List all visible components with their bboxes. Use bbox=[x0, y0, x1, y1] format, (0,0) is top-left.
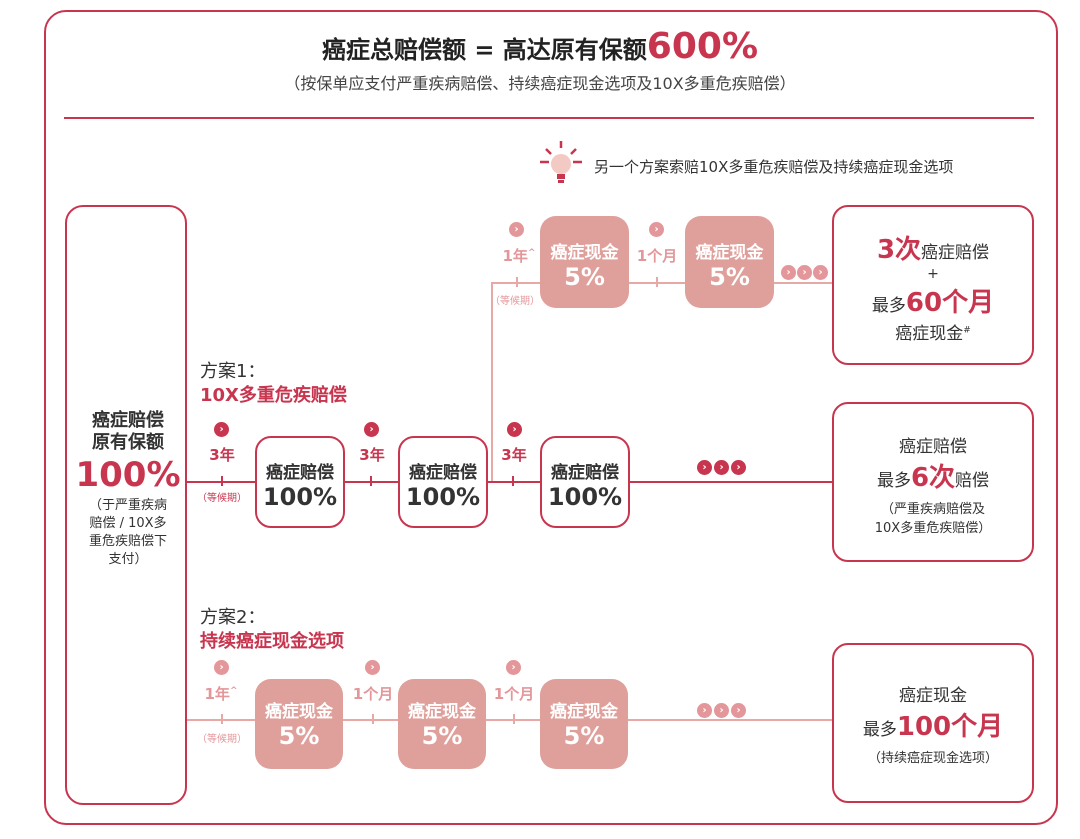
plan1-name: 10X多重危疾赔偿 bbox=[200, 385, 347, 406]
plan1-tick bbox=[512, 476, 514, 486]
chevron-right-icon: › bbox=[813, 265, 828, 280]
claim-node: 癌症赔偿 100% bbox=[255, 436, 345, 528]
interval-label: 3年 bbox=[209, 446, 235, 464]
plan2-row-line bbox=[187, 719, 834, 721]
chevron-right-icon: › bbox=[797, 265, 812, 280]
waiting-period-label: （等候期） bbox=[197, 734, 247, 745]
plan2-name: 持续癌症现金选项 bbox=[200, 631, 344, 652]
interval-label: 3年 bbox=[501, 446, 527, 464]
initial-claim-note: （于严重疾病 赔偿 / 10X多 重危疾赔偿下 支付） bbox=[88, 498, 167, 567]
chevron-right-icon: › bbox=[714, 703, 729, 718]
result-box-plan2: 癌症现金 最多100个月 （持续癌症现金选项） bbox=[832, 643, 1034, 803]
title-highlight: 600% bbox=[646, 26, 759, 67]
outer-frame bbox=[44, 10, 1058, 825]
cash-node: 癌症现金 5% bbox=[540, 679, 628, 769]
plan2-label: 方案2： bbox=[200, 607, 266, 628]
interval-label: 3年 bbox=[359, 446, 385, 464]
interval-label: 1年^ bbox=[204, 685, 238, 703]
chevron-right-icon: › bbox=[714, 460, 729, 475]
interval-label: 1个月 bbox=[493, 685, 535, 703]
chevron-right-icon: › bbox=[697, 460, 712, 475]
lightbulb-icon bbox=[538, 140, 584, 194]
chevron-right-icon: › bbox=[731, 703, 746, 718]
chevron-right-icon: › bbox=[731, 460, 746, 475]
divider bbox=[64, 117, 1034, 119]
interval-label: 1年^ bbox=[502, 247, 536, 265]
chevron-right-icon: › bbox=[365, 660, 380, 675]
plan1-label: 方案1： bbox=[200, 361, 266, 382]
result-box-alternative: 3次癌症赔偿 + 最多60个月 癌症现金# bbox=[832, 205, 1034, 365]
chevron-right-icon: › bbox=[214, 422, 229, 437]
chevron-right-icon: › bbox=[509, 222, 524, 237]
claim-node: 癌症赔偿 100% bbox=[398, 436, 488, 528]
chevron-right-icon: › bbox=[506, 660, 521, 675]
chevron-right-icon: › bbox=[697, 703, 712, 718]
initial-claim-title: 癌症赔偿 原有保额 bbox=[92, 410, 164, 453]
plan1-row-line bbox=[187, 481, 834, 483]
chevron-right-icon: › bbox=[364, 422, 379, 437]
waiting-period-label: （等候期） bbox=[197, 493, 247, 504]
initial-claim-box: 癌症赔偿 原有保额 100% （于严重疾病 赔偿 / 10X多 重危疾赔偿下 支… bbox=[65, 205, 187, 805]
cash-node: 癌症现金 5% bbox=[255, 679, 343, 769]
plan1-tick bbox=[221, 476, 223, 486]
claim-node: 癌症赔偿 100% bbox=[540, 436, 630, 528]
initial-claim-percent: 100% bbox=[75, 455, 181, 495]
alt-tick bbox=[656, 277, 658, 287]
alt-tick bbox=[516, 277, 518, 287]
cash-node: 癌症现金 5% bbox=[398, 679, 486, 769]
page-title: 癌症总赔偿额 = 高达原有保额600% bbox=[321, 26, 759, 67]
alt-row-line bbox=[491, 282, 836, 284]
chevron-right-icon: › bbox=[781, 265, 796, 280]
plan2-tick bbox=[372, 714, 374, 724]
result-box-plan1: 癌症赔偿 最多6次赔偿 （严重疾病赔偿及 10X多重危疾赔偿） bbox=[832, 402, 1034, 562]
interval-label: 1个月 bbox=[352, 685, 394, 703]
plan1-tick bbox=[370, 476, 372, 486]
plan2-tick bbox=[513, 714, 515, 724]
waiting-period-label: （等候期） bbox=[490, 296, 540, 307]
branch-connector bbox=[491, 282, 493, 482]
page-subtitle: （按保单应支付严重疾病赔偿、持续癌症现金选项及10X多重危疾赔偿） bbox=[284, 74, 796, 93]
chevron-right-icon: › bbox=[649, 222, 664, 237]
cash-node: 癌症现金 5% bbox=[540, 216, 629, 308]
plan2-tick bbox=[221, 714, 223, 724]
tip-text: 另一个方案索赔10X多重危疾赔偿及持续癌症现金选项 bbox=[594, 158, 954, 176]
chevron-right-icon: › bbox=[507, 422, 522, 437]
interval-label: 1个月 bbox=[636, 247, 678, 265]
chevron-right-icon: › bbox=[214, 660, 229, 675]
cash-node: 癌症现金 5% bbox=[685, 216, 774, 308]
